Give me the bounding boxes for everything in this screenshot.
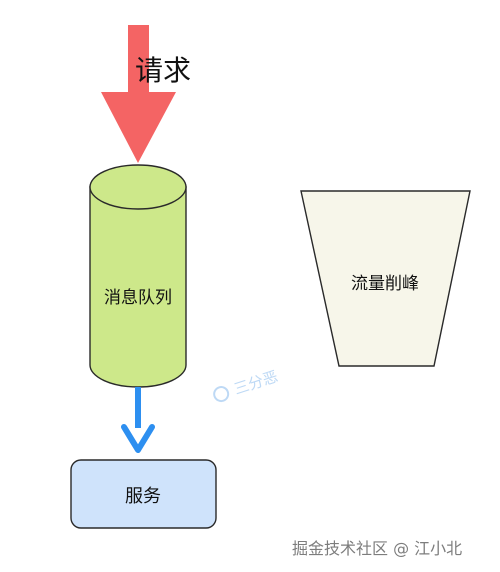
watermark-center-text: 三分恶 bbox=[232, 367, 280, 398]
center-watermark: 三分恶 bbox=[213, 367, 280, 403]
footer-watermark: 掘金技术社区 @ 江小北 bbox=[292, 539, 462, 558]
request-label: 请求 bbox=[135, 54, 191, 87]
message-queue-node: 消息队列 bbox=[89, 164, 187, 388]
peak-shaving-label: 流量削峰 bbox=[351, 274, 419, 294]
service-arrow-head bbox=[121, 424, 155, 453]
watermark-logo-icon bbox=[213, 386, 230, 403]
request-arrow-shape bbox=[101, 25, 176, 163]
queue-top bbox=[89, 164, 187, 210]
service-node: 服务 bbox=[70, 459, 217, 529]
peak-shaving-node: 流量削峰 bbox=[300, 190, 471, 367]
queue-body bbox=[89, 186, 187, 388]
queue-to-service-arrow bbox=[121, 387, 155, 453]
request-arrow bbox=[101, 25, 176, 163]
queue-label: 消息队列 bbox=[104, 288, 172, 308]
service-label: 服务 bbox=[125, 486, 161, 507]
peak-shaving-shape bbox=[300, 190, 471, 367]
service-box bbox=[70, 459, 217, 529]
